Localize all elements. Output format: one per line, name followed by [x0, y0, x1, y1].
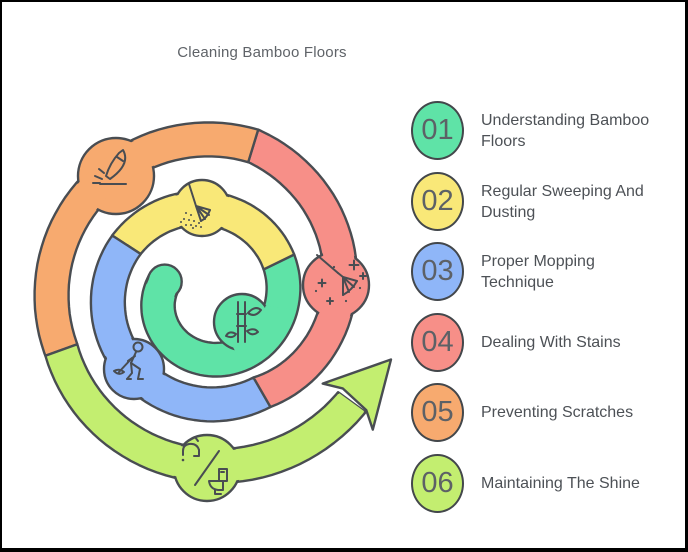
knife-scratch-icon [92, 149, 127, 185]
step-number-badge: 01 [411, 101, 464, 160]
step-label: Maintaining The Shine [481, 475, 640, 492]
list-item: 04 Dealing With Stains [411, 313, 667, 372]
step-label: Understanding Bamboo Floors [481, 111, 650, 150]
step-number-badge: 06 [411, 454, 464, 513]
duster-icon [180, 183, 211, 229]
step-number-badge: 04 [411, 313, 464, 372]
page-title: Cleaning Bamboo Floors [177, 44, 347, 61]
bamboo-icon [225, 301, 262, 343]
list-item: 01 Understanding Bamboo Floors [411, 101, 667, 160]
step-label: Dealing With Stains [481, 334, 621, 351]
list-item: 05 Preventing Scratches [411, 383, 667, 442]
faucet-toilet-icon [181, 436, 228, 495]
broom-sparkles-icon [314, 254, 367, 305]
step-label: Preventing Scratches [481, 404, 634, 421]
list-item: 03 Proper Mopping Technique [411, 242, 667, 301]
list-item: 06 Maintaining The Shine [411, 454, 667, 513]
step-label: Regular Sweeping And Dusting [481, 182, 644, 221]
arrow-head-icon [321, 358, 393, 431]
step-label: Proper Mopping Technique [481, 252, 595, 291]
mopping-person-icon [113, 341, 144, 380]
step-number-badge: 05 [411, 383, 464, 442]
step-number-badge: 03 [411, 242, 464, 301]
step-number-badge: 02 [411, 172, 464, 231]
list-item: 02 Regular Sweeping And Dusting [411, 172, 667, 231]
